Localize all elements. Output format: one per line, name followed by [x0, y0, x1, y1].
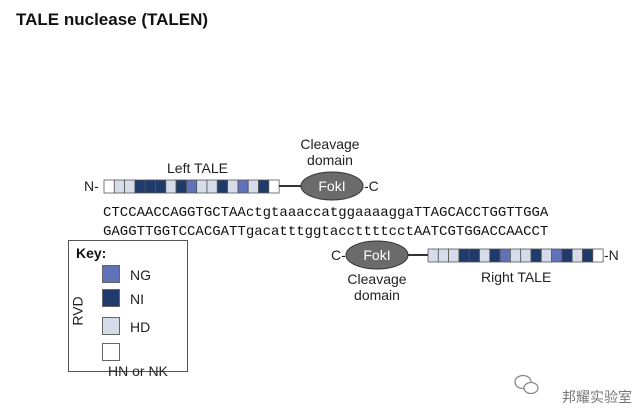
- right-foki-ellipse: [345, 240, 409, 270]
- right-tale-repeat-7: [489, 248, 501, 263]
- watermark-text: 邦耀实验室: [562, 390, 632, 406]
- left-foki-ellipse: [300, 171, 364, 201]
- left-tale-repeat-2: [113, 179, 126, 194]
- left-tale-repeat-13: [227, 179, 239, 194]
- left-tale-repeat-4: [134, 179, 146, 194]
- right-foki-label: FokI: [363, 247, 390, 263]
- left-tale-repeat-11: [206, 179, 218, 194]
- right-tale-repeat-11: [530, 248, 542, 263]
- left-tale-repeat-6: [155, 179, 167, 194]
- right-tale-repeat-2: [437, 248, 449, 263]
- right-tale-repeat-3: [448, 248, 460, 263]
- top-cleavage-label: Cleavage domain: [300, 136, 360, 168]
- left-tale-repeat-17: [268, 179, 280, 194]
- right-tale-repeat-1: [427, 248, 439, 263]
- left-c-terminal: -C: [364, 178, 379, 194]
- key-entry-ni: NI: [102, 289, 144, 312]
- left-tale-repeat-10: [196, 179, 208, 194]
- key-label-hd: HD: [130, 319, 151, 335]
- left-tale-repeat-3: [124, 179, 136, 194]
- right-tale-repeat-4: [458, 248, 470, 263]
- legend-key: Key: RVD NG NI HD HN or NK: [68, 240, 188, 379]
- left-tale-repeat-16: [258, 179, 270, 194]
- right-tale-repeat-6: [479, 248, 491, 263]
- key-label-hn-nk: HN or NK: [108, 363, 168, 379]
- key-entry-ng: NG: [102, 265, 151, 288]
- right-tale-repeat-13: [551, 248, 563, 263]
- left-tale-repeat-5: [144, 179, 156, 194]
- right-c-terminal: C-: [331, 247, 346, 263]
- right-tale-repeat-14: [561, 248, 573, 263]
- left-tale-repeat-8: [175, 179, 187, 194]
- key-axis-label: RVD: [69, 296, 86, 326]
- right-n-terminal: -N: [604, 247, 619, 263]
- bottom-cleavage-label: Cleavage domain: [347, 271, 407, 303]
- page-title: TALE nuclease (TALEN): [16, 10, 209, 29]
- right-tale-repeat-16: [582, 248, 594, 263]
- left-tale-label: Left TALE: [167, 160, 228, 176]
- right-tale-label: Right TALE: [481, 269, 552, 285]
- key-title: Key:: [76, 245, 107, 261]
- swatch-hn-nk: [102, 343, 120, 361]
- left-tale-repeat-12: [216, 179, 229, 194]
- dna-bottom-strand: GAGGTTGGTCCACGATTgacatttggtaccttttcctAAT…: [103, 224, 549, 240]
- key-label-ng: NG: [130, 267, 151, 283]
- key-entry-hd: HD: [102, 317, 150, 340]
- left-tale-repeat-7: [165, 179, 177, 194]
- dna-top-strand: CTCCAACCAGGTGCTAActgtaaaccatggaaaaggaTTA…: [103, 205, 549, 221]
- swatch-hd: [102, 317, 120, 335]
- left-tale-repeat-15: [247, 179, 259, 194]
- left-n-terminal: N-: [84, 178, 99, 194]
- right-tale-repeat-12: [540, 248, 552, 263]
- left-tale-repeat-1: [103, 179, 115, 194]
- left-tale-repeats: [103, 179, 280, 194]
- right-tale-repeat-15: [571, 248, 583, 263]
- right-tale-repeat-8: [499, 248, 511, 263]
- swatch-ng: [102, 265, 120, 283]
- right-tale-repeats: [427, 248, 604, 263]
- left-tale-repeat-14: [237, 179, 249, 194]
- swatch-ni: [102, 289, 120, 307]
- left-foki-label: FokI: [318, 178, 345, 194]
- key-label-ni: NI: [130, 291, 144, 307]
- right-tale-repeat-5: [468, 248, 480, 263]
- right-tale-repeat-17: [592, 248, 604, 263]
- right-tale-repeat-10: [520, 248, 532, 263]
- right-tale-repeat-9: [509, 248, 522, 263]
- left-tale-repeat-9: [185, 179, 198, 194]
- wechat-icon: [514, 374, 539, 395]
- key-entry-hn-nk: HN or NK: [102, 343, 187, 384]
